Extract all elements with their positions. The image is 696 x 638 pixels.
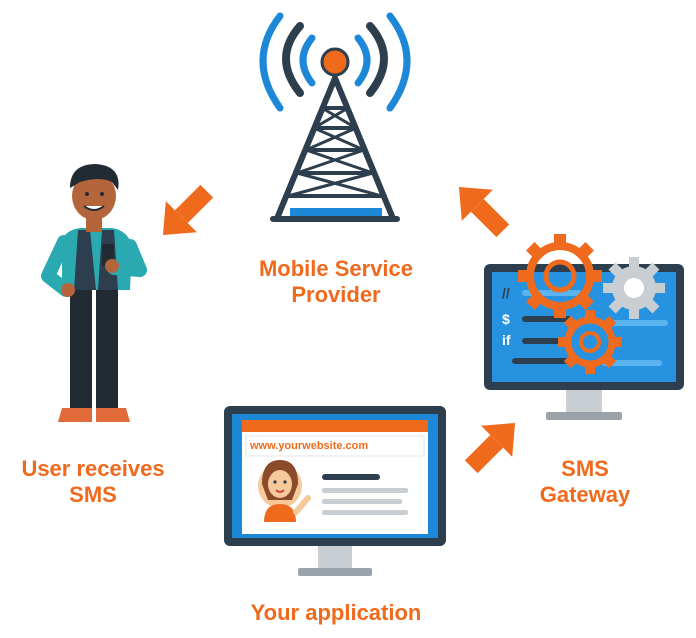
arrow-app-to-gateway xyxy=(454,412,528,482)
person-icon xyxy=(30,158,160,430)
gateway-label-line1: SMS xyxy=(561,456,609,481)
app-url-text: www.yourwebsite.com xyxy=(250,440,369,452)
gateway-code-line-3: if xyxy=(502,332,511,348)
cell-tower-icon xyxy=(250,8,420,226)
tower-label: Mobile Service Provider xyxy=(226,256,446,308)
user-label: User receives SMS xyxy=(0,456,186,508)
gateway-label-line2: Gateway xyxy=(539,482,631,507)
user-label-line2: SMS xyxy=(69,482,117,507)
app-monitor-icon xyxy=(222,404,448,582)
tower-label-line2: Provider xyxy=(291,282,381,307)
arrow-gateway-to-tower xyxy=(446,176,520,246)
app-label: Your application xyxy=(250,600,422,625)
user-label-line1: User receives xyxy=(21,456,165,481)
gears-monitor-icon: // $ if xyxy=(482,230,688,424)
gateway-label: SMS Gateway xyxy=(500,456,670,508)
arrow-tower-to-user xyxy=(150,176,224,246)
tower-label-line1: Mobile Service xyxy=(258,256,414,281)
gateway-code-line-2: $ xyxy=(502,311,510,327)
gateway-code-line-1: // xyxy=(502,285,510,301)
